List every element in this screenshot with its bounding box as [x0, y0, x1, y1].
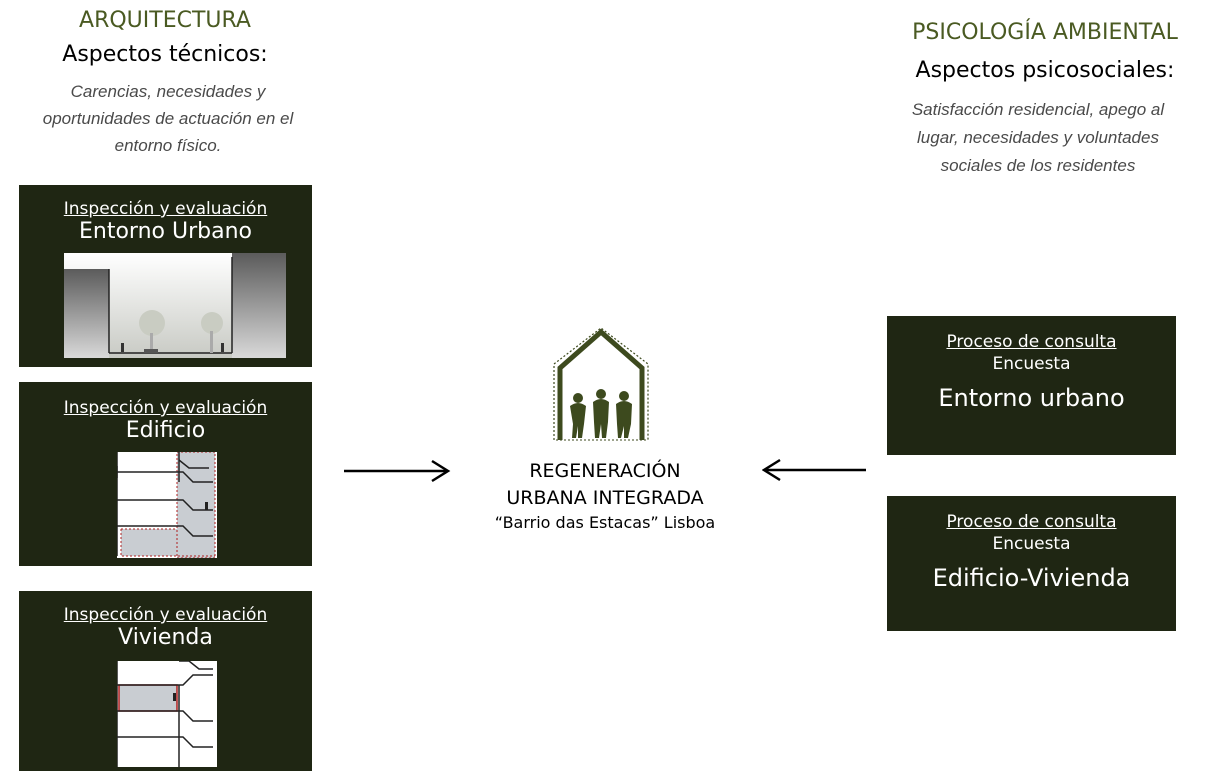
inspection-box-urban: Inspección y evaluación Entorno Urbano — [19, 185, 312, 367]
center-title: REGENERACIÓN URBANA INTEGRADA “Barrio da… — [455, 458, 755, 534]
consultation-box-building-dwelling: Proceso de consulta Encuesta Edificio-Vi… — [887, 496, 1176, 631]
technical-aspects-subtitle: Aspectos técnicos: — [62, 42, 268, 67]
center-title-line2: URBANA INTEGRADA — [506, 487, 704, 509]
consultation-title: Edificio-Vivienda — [932, 564, 1131, 592]
psychosocial-aspects-description: Satisfacción residencial, apego al lugar… — [860, 96, 1216, 180]
technical-aspects-description: Carencias, necesidades y oportunidades d… — [0, 78, 336, 159]
center-title-line3: “Barrio das Estacas” Lisboa — [494, 513, 716, 532]
dwelling-section-illustration — [117, 661, 217, 767]
inspection-link[interactable]: Inspección y evaluación — [63, 398, 268, 418]
desc-line: lugar, necesidades y voluntades — [917, 128, 1159, 147]
inspection-link[interactable]: Inspección y evaluación — [63, 199, 268, 219]
desc-line: entorno físico. — [114, 136, 222, 155]
psychosocial-aspects-subtitle: Aspectos psicosociales: — [915, 58, 1175, 83]
inspection-link[interactable]: Inspección y evaluación — [63, 605, 268, 625]
arrow-left-icon — [762, 458, 868, 482]
inspection-title: Entorno Urbano — [79, 219, 252, 244]
consultation-title: Entorno urbano — [938, 384, 1125, 412]
arrow-right-icon — [342, 459, 452, 483]
building-section-illustration — [117, 452, 217, 558]
desc-line: oportunidades de actuación en el — [42, 109, 294, 128]
consultation-subtitle: Encuesta — [992, 534, 1071, 554]
center-title-line1: REGENERACIÓN — [529, 460, 681, 482]
inspection-title: Vivienda — [118, 625, 213, 650]
environmental-psychology-heading: PSICOLOGÍA AMBIENTAL — [912, 20, 1178, 45]
desc-line: Carencias, necesidades y — [70, 82, 266, 101]
consultation-box-urban: Proceso de consulta Encuesta Entorno urb… — [887, 316, 1176, 455]
inspection-box-dwelling: Inspección y evaluación Vivienda — [19, 591, 312, 771]
inspection-box-building: Inspección y evaluación Edificio — [19, 382, 312, 566]
consultation-subtitle: Encuesta — [992, 354, 1071, 374]
consultation-link[interactable]: Proceso de consulta — [946, 512, 1117, 532]
consultation-link[interactable]: Proceso de consulta — [946, 332, 1117, 352]
inspection-title: Edificio — [125, 418, 206, 443]
desc-line: Satisfacción residencial, apego al — [911, 100, 1165, 119]
architecture-heading: ARQUITECTURA — [79, 8, 251, 33]
urban-section-illustration — [64, 253, 286, 358]
house-with-people-logo — [548, 328, 654, 442]
desc-line: sociales de los residentes — [940, 156, 1136, 175]
